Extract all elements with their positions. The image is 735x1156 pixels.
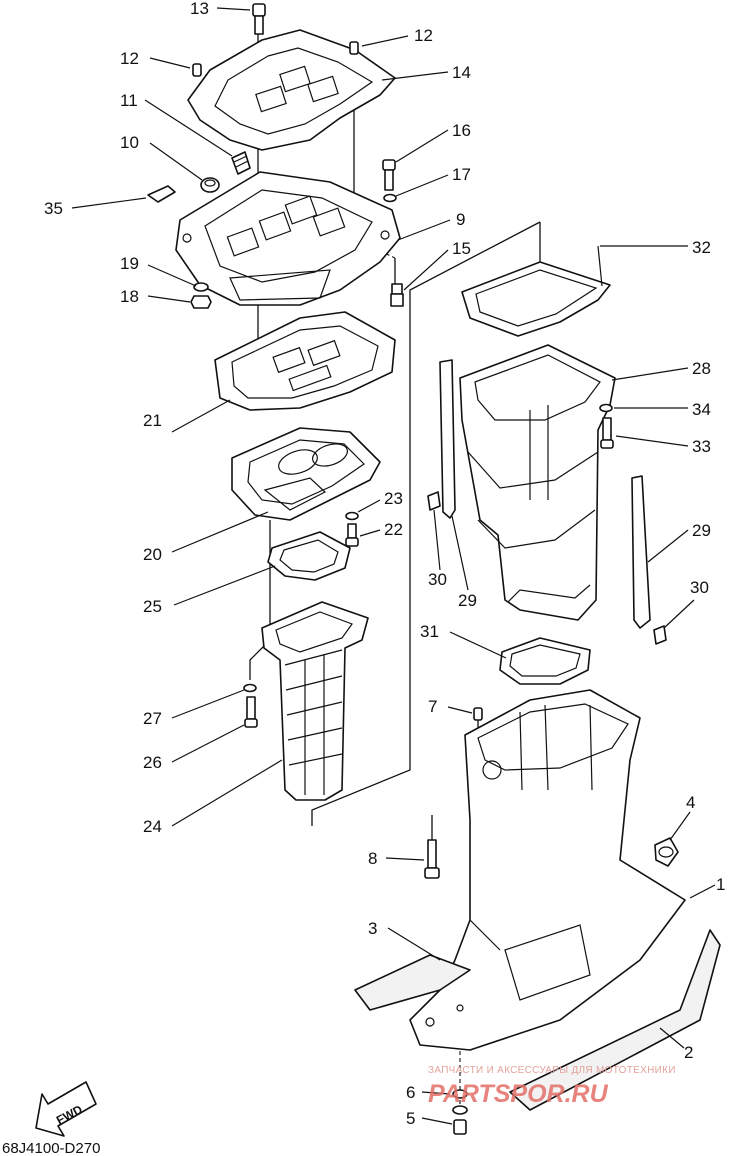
callout-25: 25 bbox=[143, 597, 162, 616]
washer-23 bbox=[345, 511, 359, 521]
callout-16: 16 bbox=[452, 121, 471, 140]
callout-numbers: 13 12 12 14 11 10 35 16 17 9 15 19 18 32… bbox=[44, 0, 725, 1128]
callout-24: 24 bbox=[143, 817, 162, 836]
callout-27: 27 bbox=[143, 709, 162, 728]
callout-32: 32 bbox=[692, 238, 711, 257]
bolt-5 bbox=[453, 1119, 467, 1135]
rubber-seal-29a bbox=[439, 359, 456, 519]
callout-5: 5 bbox=[406, 1109, 415, 1128]
gasket-21 bbox=[214, 311, 396, 411]
callout-18: 18 bbox=[120, 287, 139, 306]
watermark-tagline: ЗАПЧАСТИ И АКСЕССУАРЫ ДЛЯ МОТОТЕХНИКИ bbox=[428, 1065, 676, 1076]
callout-19: 19 bbox=[120, 254, 139, 273]
washer-34 bbox=[599, 403, 613, 413]
callout-22: 22 bbox=[384, 520, 403, 539]
diagram-code: 68J4100-D270 bbox=[2, 1140, 100, 1156]
side-cover-2 bbox=[509, 929, 721, 1111]
callout-20: 20 bbox=[143, 545, 162, 564]
callout-7: 7 bbox=[428, 697, 437, 716]
oil-pan-28 bbox=[459, 344, 616, 621]
washer-17 bbox=[383, 193, 397, 203]
dowel-7 bbox=[473, 707, 483, 721]
clip-30-right bbox=[653, 625, 667, 645]
washer-19 bbox=[193, 282, 209, 292]
bolt-15 bbox=[390, 283, 404, 307]
callout-15: 15 bbox=[452, 239, 471, 258]
callout-21: 21 bbox=[143, 411, 162, 430]
bolt-26 bbox=[244, 696, 258, 728]
fitting-11 bbox=[231, 151, 251, 175]
elbow-35 bbox=[147, 185, 176, 203]
callout-2: 2 bbox=[684, 1043, 693, 1062]
watermark-site: PARTSPOR.RU bbox=[428, 1080, 609, 1108]
callout-26: 26 bbox=[143, 753, 162, 772]
exhaust-pipe-24 bbox=[261, 601, 369, 801]
callout-30-left: 30 bbox=[428, 570, 447, 589]
plug-10 bbox=[200, 177, 220, 193]
exhaust-plate-20 bbox=[231, 427, 381, 521]
callout-1: 1 bbox=[716, 875, 725, 894]
bolt-14 bbox=[252, 3, 266, 35]
watermark: ЗАПЧАСТИ И АКСЕССУАРЫ ДЛЯ МОТОТЕХНИКИ PA… bbox=[428, 1065, 676, 1108]
callout-29-left: 29 bbox=[458, 591, 477, 610]
callout-leaders bbox=[71, 7, 716, 1125]
rubber-seal-29b bbox=[631, 475, 651, 629]
callout-8: 8 bbox=[368, 849, 377, 868]
washer-27 bbox=[243, 683, 257, 693]
callout-35: 35 bbox=[44, 199, 63, 218]
bolt-33 bbox=[600, 417, 614, 449]
callout-29-right: 29 bbox=[692, 521, 711, 540]
bolt-16 bbox=[382, 159, 396, 191]
upper-casing-9 bbox=[175, 171, 401, 306]
callout-23: 23 bbox=[384, 489, 403, 508]
callout-33: 33 bbox=[692, 437, 711, 456]
gasket-31 bbox=[499, 637, 591, 685]
washer-6 bbox=[452, 1089, 468, 1115]
callout-28: 28 bbox=[692, 359, 711, 378]
callout-14: 13 bbox=[190, 0, 209, 18]
callout-12-right: 12 bbox=[414, 26, 433, 45]
callout-9: 9 bbox=[456, 210, 465, 229]
callout-34: 34 bbox=[692, 400, 711, 419]
clip-30-left bbox=[427, 491, 441, 511]
callout-30-right: 30 bbox=[690, 578, 709, 597]
callout-4: 4 bbox=[686, 793, 695, 812]
nut-18 bbox=[190, 295, 212, 309]
dowel-12-left bbox=[192, 63, 202, 77]
callout-12-left: 12 bbox=[120, 49, 139, 68]
gasket-25 bbox=[267, 531, 351, 581]
callout-6: 6 bbox=[406, 1083, 415, 1102]
gasket-32 bbox=[461, 261, 611, 337]
fwd-direction-arrow: FWD bbox=[35, 1081, 97, 1137]
callout-10: 10 bbox=[120, 133, 139, 152]
drive-shaft-housing-1 bbox=[409, 689, 686, 1051]
bolt-22 bbox=[345, 523, 359, 547]
grommet-4 bbox=[654, 837, 679, 867]
callout-31: 31 bbox=[420, 622, 439, 641]
callout-11: 11 bbox=[120, 91, 138, 110]
gasket-13 bbox=[187, 29, 396, 151]
callout-17: 17 bbox=[452, 165, 471, 184]
bolt-8 bbox=[424, 839, 440, 879]
dowel-12-right bbox=[349, 41, 359, 55]
callout-13: 14 bbox=[452, 63, 471, 82]
side-cover-3 bbox=[354, 954, 471, 1011]
callout-3: 3 bbox=[368, 919, 377, 938]
